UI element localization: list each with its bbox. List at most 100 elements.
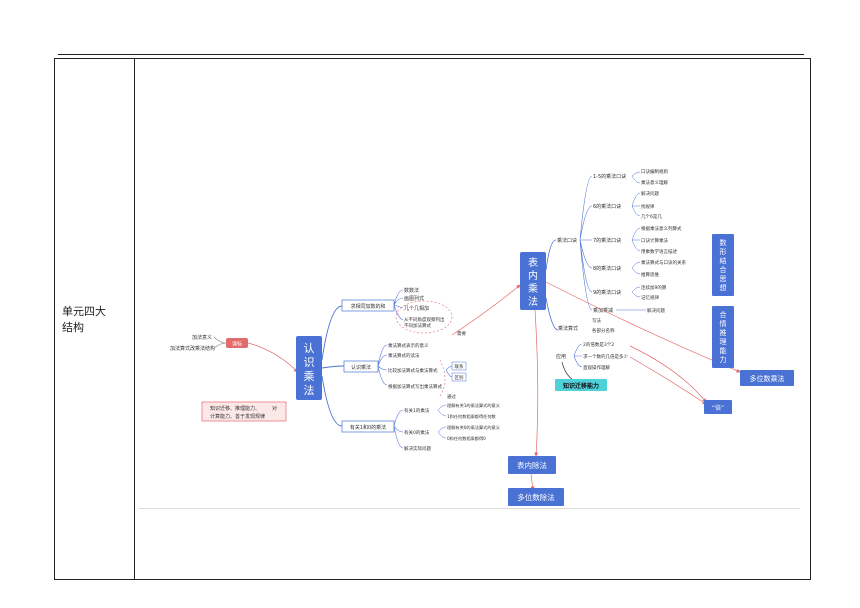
image-bottom-rule <box>138 508 800 509</box>
duoweishu-box <box>740 370 794 386</box>
k6-item-3: 几个6是几 <box>641 214 662 220</box>
center-node <box>296 336 322 400</box>
k8-item-2: 推算思维 <box>641 271 659 278</box>
k1-links <box>631 171 641 184</box>
left-note-connector <box>212 336 227 350</box>
k1-label: 1-5的乘法口诀 <box>593 173 626 180</box>
link-bei-2 <box>629 356 707 405</box>
table-char-1: 表 <box>528 256 538 269</box>
kouzhue-links <box>579 175 593 311</box>
table-char-3: 乘 <box>528 283 538 295</box>
duochu-box <box>508 488 564 506</box>
table-char-4: 法 <box>528 295 538 308</box>
qiu-item-2: 画图列式 <box>404 295 424 302</box>
ying-item-2: 求一个数的几倍是多少 <box>583 353 628 360</box>
transfer-box <box>555 379 607 391</box>
row-label-line1: 单元四大 <box>62 305 106 318</box>
kouzhue-label: 乘法口诀 <box>557 237 577 244</box>
renshi-item-4: 根据加法算式写出乘法算式 <box>388 383 442 390</box>
k7-item-2: 口诀计算乘法 <box>641 237 668 244</box>
renshi-item-1: 乘法算式表示的意义 <box>388 342 429 349</box>
renshi-item-3: 比较加法算式与乘法算式 <box>388 367 438 374</box>
link-bracket-center <box>247 342 299 373</box>
k9-item-2: 记忆规律 <box>641 294 659 301</box>
link-table-ying <box>545 297 559 331</box>
k9-links <box>631 286 641 298</box>
tuili-6: 力 <box>720 355 727 364</box>
red-note-1: 知识迁移、推理能力、 <box>210 405 260 412</box>
k7-item-3: 用乘数学语言描述 <box>641 248 677 255</box>
ying-item-1: 2的倍数是3个2 <box>583 341 614 348</box>
branch-you-label: 有关1和0的乘法 <box>350 424 386 431</box>
you0-sub-2: 0和任何数相乘都得0 <box>447 435 486 442</box>
shuxing-box <box>712 234 734 296</box>
branch-renshi-label: 认识乘法 <box>351 364 371 371</box>
k1-item-1: 口诀编制规则 <box>641 168 668 175</box>
bracket-label-box <box>226 338 248 348</box>
branch-you-links <box>393 409 404 449</box>
duoweishu-label: 多位数乘法 <box>750 374 785 383</box>
k8-links <box>631 261 641 275</box>
red-note-2: 对 <box>272 405 277 412</box>
qiu-item-1: 数数法 <box>404 287 419 294</box>
k7-item-1: 根据乘法意义列算式 <box>641 225 682 232</box>
k6-links <box>631 192 641 217</box>
bracket-label: 课标 <box>232 341 242 348</box>
k9-item-1: 连续加9的算 <box>641 284 667 291</box>
table-mult-node <box>520 252 546 310</box>
shuxing-1: 数 <box>720 238 727 247</box>
link-center-renshi <box>321 365 345 369</box>
center-char-1: 认 <box>304 342 315 355</box>
k6-item-2: 找规律 <box>641 203 655 210</box>
branch-qiu-links <box>393 289 404 321</box>
table-column-divider <box>134 58 135 580</box>
table-char-2: 内 <box>528 269 538 282</box>
link-to-biaochu <box>534 309 539 457</box>
biaochu-label: 表内除法 <box>517 460 547 470</box>
ying-label-1: 写法 <box>592 317 601 324</box>
k9-label: 9的乘法口诀 <box>593 289 621 296</box>
transfer-label: 知识迁移能力 <box>563 382 599 390</box>
compare-links <box>445 365 453 378</box>
branch-qiu-label: 求相同加数的和 <box>350 303 385 310</box>
red-note-box <box>201 401 287 422</box>
link-center-you <box>321 375 343 427</box>
shuxing-4: 合 <box>720 265 727 274</box>
qiu-item-5: 不同加法算式 <box>404 322 431 329</box>
tuili-1: 合 <box>720 310 727 319</box>
you0-sub-1: 理解有关0的乘法算式的意义 <box>447 424 501 431</box>
left-note-2: 加法算式改乘法结构 <box>170 345 215 352</box>
tongzhi-label: 通过 <box>447 393 456 400</box>
row-label: 单元四大 结构 <box>62 304 122 336</box>
shuxing-2: 形 <box>720 248 727 256</box>
link-bei-1 <box>629 345 707 403</box>
center-char-4: 法 <box>304 383 315 397</box>
compare-1: 联系 <box>455 363 464 370</box>
k1-item-2: 乘法意义理解 <box>641 179 668 186</box>
transfer-link <box>561 361 573 380</box>
ying-label-3: 各部分名称 <box>592 327 615 334</box>
header-rule <box>58 54 804 55</box>
center-char-3: 乘 <box>304 370 315 383</box>
link-table-kouzhue <box>545 239 557 271</box>
you-item-3: 解决实际问题 <box>404 445 431 452</box>
dashed-group <box>395 300 453 334</box>
bei-label: “倍” <box>712 404 724 412</box>
compare-2: 区别 <box>455 374 464 381</box>
center-char-2: 识 <box>304 356 315 369</box>
mix-item: 解决问题 <box>647 307 665 314</box>
bei-box <box>704 400 732 414</box>
you1-sub-2: 1和任何数相乘都得任何数 <box>447 413 497 420</box>
k8-item-1: 乘法算式与口诀的关系 <box>641 259 686 266</box>
shuxing-6: 想 <box>720 283 727 292</box>
compare-box-1 <box>451 361 467 371</box>
biaochu-box <box>508 456 556 474</box>
k8-label: 8的乘法口诀 <box>593 265 621 272</box>
yingyong-links <box>573 343 583 368</box>
table-frame <box>54 58 811 580</box>
tuili-4: 理 <box>720 338 727 346</box>
qiu-item-4: 从不同角度观察列出 <box>404 316 445 323</box>
left-note-1: 加法意义 <box>192 334 212 341</box>
